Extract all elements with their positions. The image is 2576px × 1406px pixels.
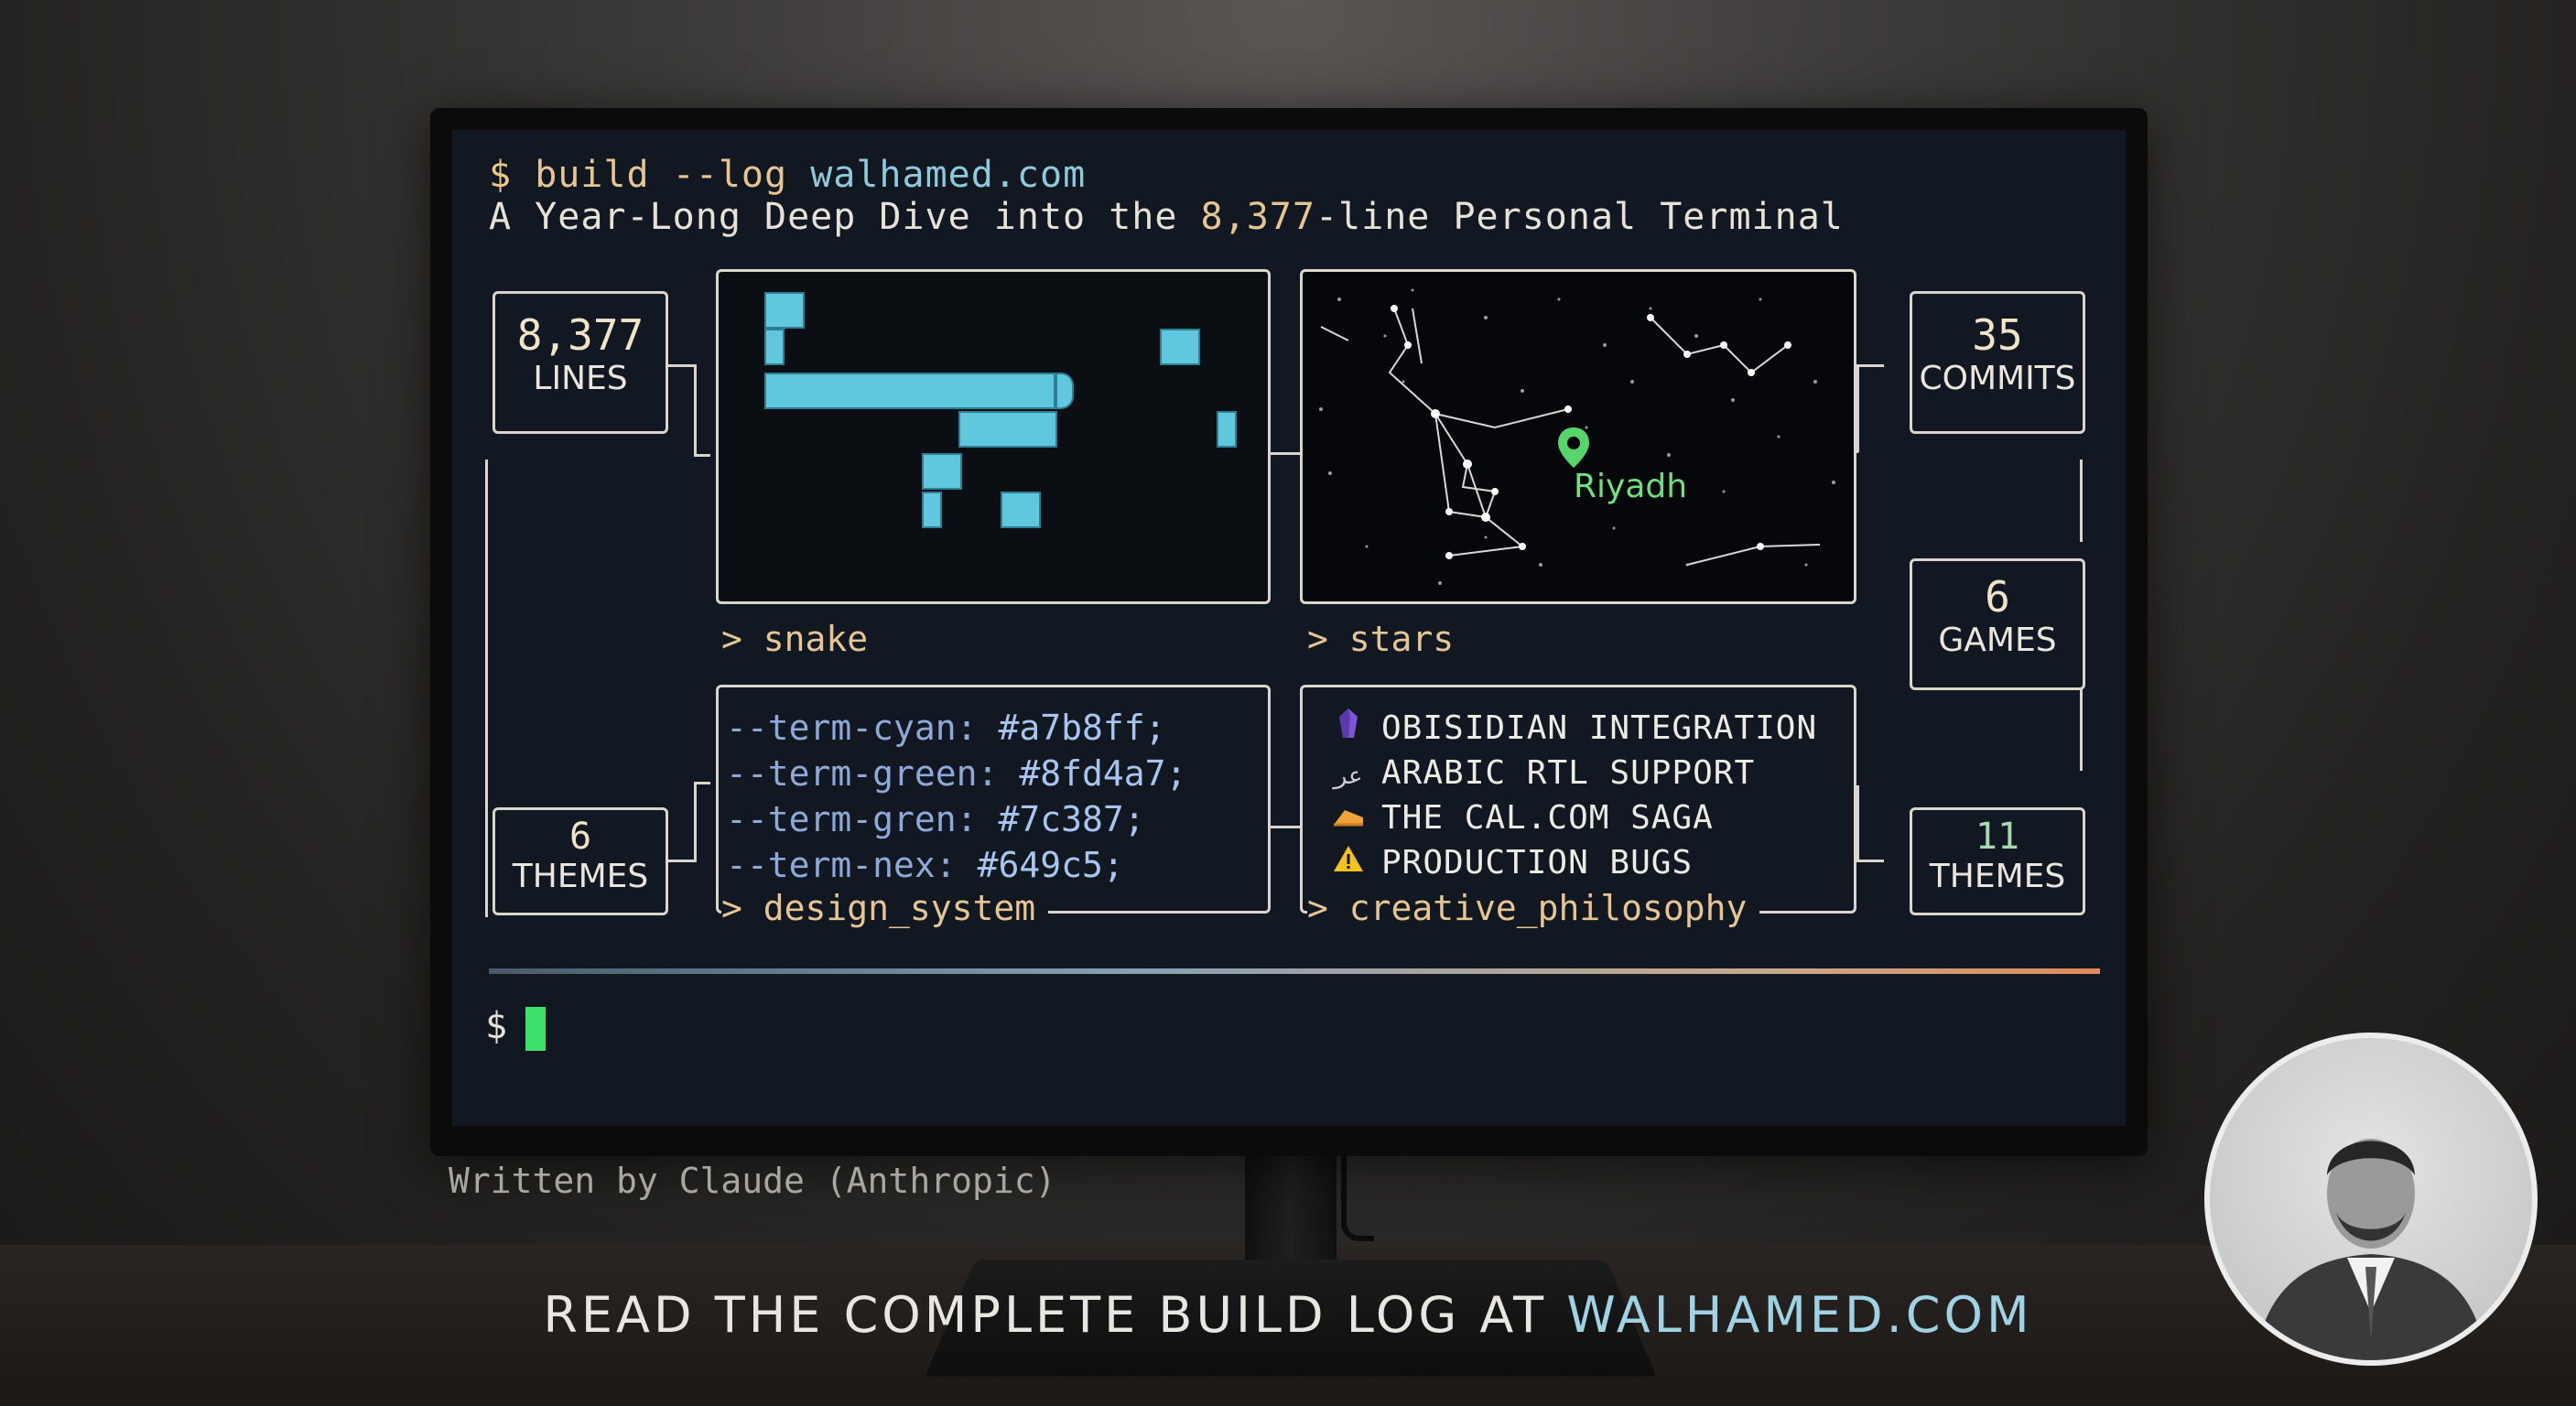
footer-link[interactable]: WALHAMED.COM xyxy=(1566,1286,2033,1344)
snake-panel[interactable] xyxy=(716,269,1271,604)
stat-themes-right-label: THEMES xyxy=(1929,858,2066,895)
stat-commits-label: COMMITS xyxy=(1919,360,2076,397)
stars-panel[interactable]: Riyadh xyxy=(1300,269,1856,604)
snake-cell xyxy=(922,492,942,528)
connector xyxy=(668,364,696,367)
footer-text: READ THE COMPLETE BUILD LOG AT xyxy=(543,1286,1567,1344)
credit-text: Written by Claude (Anthropic) xyxy=(449,1161,1056,1201)
connector xyxy=(694,782,710,784)
feature-item: PRODUCTION BUGS xyxy=(1330,844,1817,881)
snake-cell xyxy=(1001,492,1041,528)
connector xyxy=(694,454,710,457)
input-prompt: $ xyxy=(485,1005,509,1047)
feature-item: OBISIDIAN INTEGRATION xyxy=(1330,708,1817,747)
css-var-line: --term-gren: #7c387; xyxy=(726,799,1145,839)
stat-themes-right-number: 11 xyxy=(1975,816,2020,858)
stat-commits-number: 35 xyxy=(1972,310,2023,360)
css-variable-list: --term-cyan: #a7b8ff; --term-green: #8fd… xyxy=(726,708,1186,885)
snake-cell xyxy=(764,292,805,329)
gradient-divider xyxy=(489,968,2100,974)
command-line: $ build --log walhamed.com xyxy=(489,154,1086,196)
feature-item: THE CAL.COM SAGA xyxy=(1330,799,1817,837)
connector xyxy=(1271,452,1300,455)
arabic-script-icon: ﻋﺮ xyxy=(1334,762,1363,790)
footer-cta: READ THE COMPLETE BUILD LOG AT WALHAMED.… xyxy=(0,1286,2576,1344)
stat-themes-left: 6 THEMES xyxy=(492,807,668,915)
connector-right-top xyxy=(2080,460,2083,542)
warning-icon xyxy=(1330,844,1367,881)
css-var-line: --term-nex: #649c5; xyxy=(726,845,1124,885)
subtitle-pre: A Year-Long Deep Dive into the xyxy=(489,196,1201,238)
command-prompt: $ xyxy=(489,154,513,196)
connector xyxy=(694,782,697,862)
stat-themes-left-number: 6 xyxy=(568,816,592,858)
constellation-map xyxy=(1319,288,1835,585)
crystal-icon xyxy=(1330,708,1367,747)
calendar-icon xyxy=(1330,799,1367,837)
connector xyxy=(1856,785,1859,862)
stat-lines-label: LINES xyxy=(533,360,628,397)
command-text: build --log xyxy=(535,154,788,196)
connector xyxy=(694,364,697,456)
stat-games-number: 6 xyxy=(1985,572,2010,622)
css-var-line: --term-cyan: #a7b8ff; xyxy=(726,708,1166,748)
author-avatar xyxy=(2204,1033,2538,1366)
terminal-screen: $ build --log walhamed.com A Year-Long D… xyxy=(452,130,2126,1126)
subtitle-post: -line Personal Terminal xyxy=(1315,196,1844,238)
creative-philosophy-label[interactable]: > creative_philosophy xyxy=(1307,888,1760,928)
subtitle: A Year-Long Deep Dive into the 8,377-lin… xyxy=(489,196,1844,238)
connector xyxy=(1856,860,1884,862)
stat-lines: 8,377 LINES xyxy=(492,291,668,434)
connector-left xyxy=(485,460,488,917)
stars-label[interactable]: > stars xyxy=(1307,619,1455,659)
css-var-line: --term-green: #8fd4a7; xyxy=(726,753,1187,794)
location-label: Riyadh xyxy=(1574,468,1688,505)
monitor-stand-neck xyxy=(1245,1149,1337,1277)
connector-right-bottom xyxy=(2080,688,2083,771)
stat-games: 6 GAMES xyxy=(1910,558,2085,690)
connector xyxy=(668,860,696,862)
design-system-panel[interactable]: --term-cyan: #a7b8ff; --term-green: #8fd… xyxy=(716,685,1271,914)
terminal-cursor[interactable] xyxy=(525,1007,546,1051)
connector xyxy=(1856,364,1884,367)
snake-cell xyxy=(922,453,962,490)
snake-food xyxy=(1217,411,1237,448)
stat-themes-left-label: THEMES xyxy=(512,858,649,895)
snake-label[interactable]: > snake xyxy=(721,619,869,659)
snake-cell xyxy=(958,411,1057,448)
design-system-label[interactable]: > design_system xyxy=(721,888,1049,928)
stat-commits: 35 COMMITS xyxy=(1910,291,2085,434)
snake-food xyxy=(1160,329,1200,365)
stat-themes-right: 11 THEMES xyxy=(1910,807,2085,915)
snake-body xyxy=(764,373,1055,409)
snake-cell xyxy=(764,329,785,365)
monitor-cable xyxy=(1341,1153,1374,1241)
command-arg[interactable]: walhamed.com xyxy=(810,154,1087,196)
stat-lines-number: 8,377 xyxy=(516,310,644,360)
connector xyxy=(1856,364,1859,452)
subtitle-highlight: 8,377 xyxy=(1200,196,1315,238)
snake-head xyxy=(1055,373,1074,409)
stat-games-label: GAMES xyxy=(1938,622,2057,659)
connector xyxy=(1271,826,1300,828)
location-pin-icon xyxy=(1558,427,1589,468)
